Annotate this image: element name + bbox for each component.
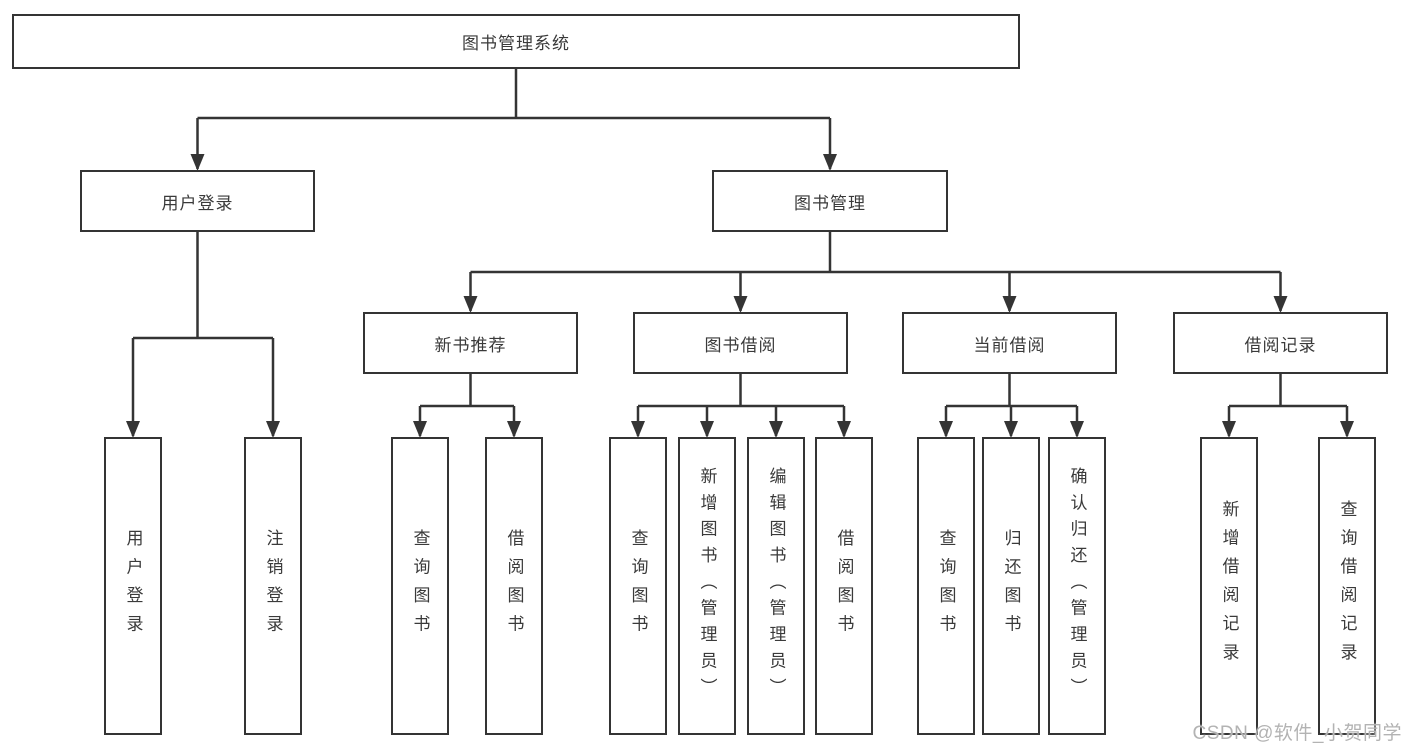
leaf-label: 新增图书（管理员） [697, 467, 717, 705]
leaf-query-borrow-record: 查询借阅记录 [1318, 437, 1376, 735]
leaf-query-books-recommend: 查询图书 [391, 437, 449, 735]
node-current-borrowing: 当前借阅 [902, 312, 1117, 374]
node-book-borrowing: 图书借阅 [633, 312, 848, 374]
leaf-label: 确认归还（管理员） [1067, 467, 1087, 705]
leaf-label: 查询图书 [628, 528, 648, 644]
leaf-label: 查询图书 [410, 528, 430, 644]
leaf-label: 借阅图书 [504, 528, 524, 644]
leaf-user-login: 用户登录 [104, 437, 162, 735]
leaf-label: 编辑图书（管理员） [766, 467, 786, 705]
leaf-borrow-books: 借阅图书 [815, 437, 873, 735]
leaf-add-books-admin: 新增图书（管理员） [678, 437, 736, 735]
leaf-logout: 注销登录 [244, 437, 302, 735]
leaf-label: 注销登录 [263, 528, 283, 644]
leaf-label: 用户登录 [123, 528, 143, 644]
node-root-system: 图书管理系统 [12, 14, 1020, 69]
node-label: 新书推荐 [434, 335, 507, 355]
node-label: 图书借阅 [704, 335, 777, 355]
node-root-label: 图书管理系统 [462, 34, 570, 53]
node-label: 借阅记录 [1244, 335, 1317, 355]
leaf-label: 查询借阅记录 [1337, 500, 1357, 672]
node-book-management: 图书管理 [712, 170, 948, 232]
node-label: 当前借阅 [973, 335, 1046, 355]
node-borrowing-records: 借阅记录 [1173, 312, 1388, 374]
leaf-label: 归还图书 [1001, 528, 1021, 644]
csdn-watermark: CSDN @软件_小贺同学 [1192, 723, 1402, 744]
node-user-login: 用户登录 [80, 170, 315, 232]
leaf-label: 查询图书 [936, 528, 956, 644]
node-label: 图书管理 [794, 193, 866, 213]
leaf-query-books-current: 查询图书 [917, 437, 975, 735]
leaf-return-books: 归还图书 [982, 437, 1040, 735]
leaf-confirm-return-admin: 确认归还（管理员） [1048, 437, 1106, 735]
leaf-add-borrow-record: 新增借阅记录 [1200, 437, 1258, 735]
leaf-label: 借阅图书 [834, 528, 854, 644]
leaf-query-books-borrow: 查询图书 [609, 437, 667, 735]
node-label: 用户登录 [161, 193, 234, 213]
leaf-borrow-books-recommend: 借阅图书 [485, 437, 543, 735]
node-new-book-recommend: 新书推荐 [363, 312, 578, 374]
leaf-edit-books-admin: 编辑图书（管理员） [747, 437, 805, 735]
leaf-label: 新增借阅记录 [1219, 500, 1239, 672]
